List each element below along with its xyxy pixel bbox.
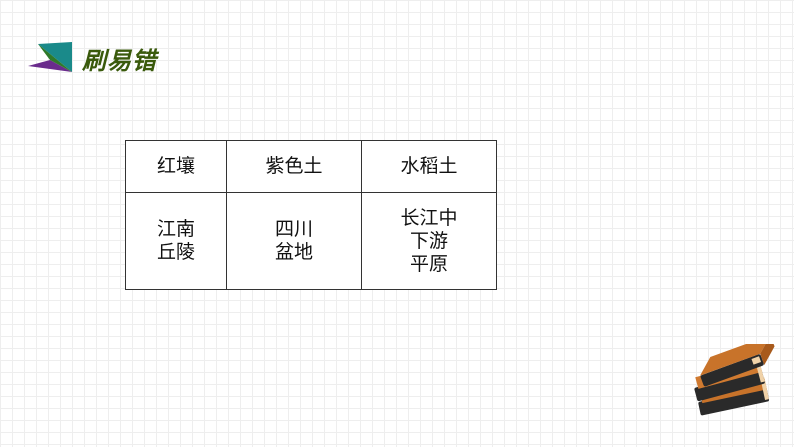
- cell-line: 盆地: [274, 241, 313, 263]
- table-cell: 江南 丘陵: [125, 192, 227, 290]
- header: 刷易错: [28, 38, 157, 78]
- header-title: 刷易错: [82, 45, 157, 75]
- cell-line: 下游: [409, 229, 448, 252]
- books-stack-icon: [694, 344, 775, 416]
- cell-line: 四川: [274, 218, 313, 240]
- cell-line: 江南: [156, 218, 195, 240]
- table-cell: 长江中 下游 平原: [361, 192, 497, 290]
- header-cell: 紫色土: [226, 140, 362, 193]
- cell-line: 平原: [409, 252, 448, 275]
- table-header-row: 红壤 紫色土 水稻土: [125, 140, 497, 193]
- table-cell: 四川 盆地: [226, 192, 362, 290]
- cell-line: 丘陵: [156, 241, 195, 263]
- header-cell: 红壤: [125, 140, 227, 193]
- table-row: 江南 丘陵 四川 盆地 长江中 下游 平原: [125, 192, 497, 290]
- triangle-logo-icon: [28, 42, 72, 72]
- header-cell: 水稻土: [361, 140, 497, 193]
- cell-line: 长江中: [400, 206, 458, 229]
- soil-table: 红壤 紫色土 水稻土 江南 丘陵 四川 盆地 长江中 下游 平原: [125, 140, 497, 290]
